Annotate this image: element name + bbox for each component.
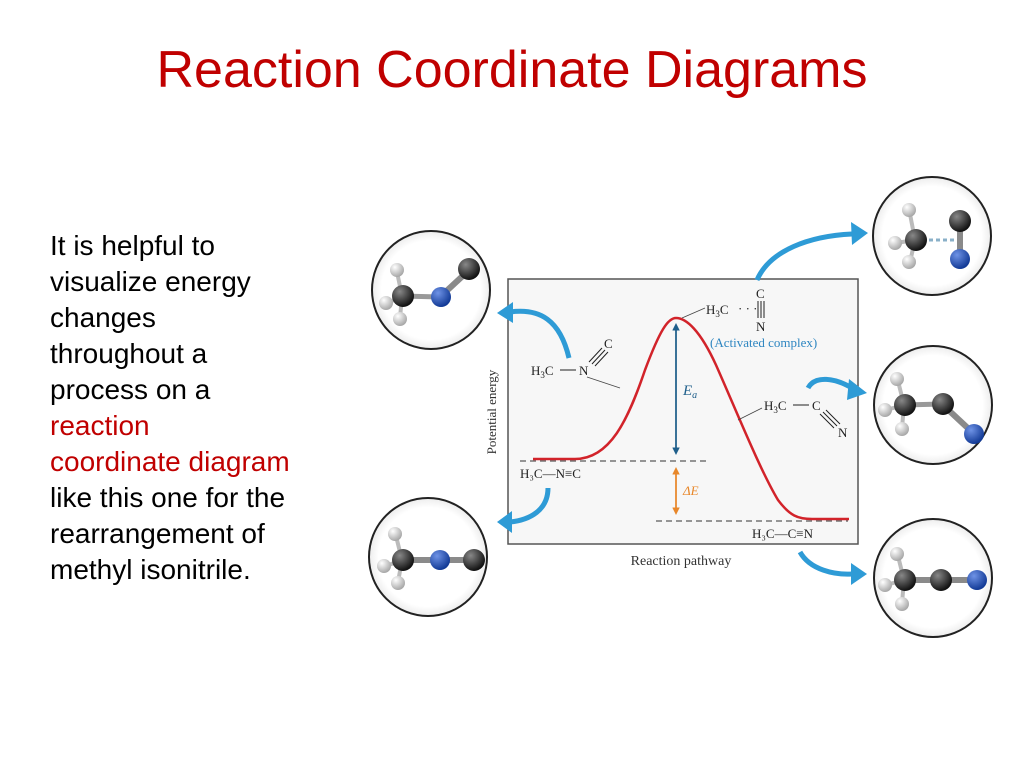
- arrow-to-molecule-right-top: [754, 231, 853, 282]
- activated-complex-structure: H3C · · · C N: [681, 286, 766, 334]
- body-line: changes: [50, 302, 156, 333]
- bent-structure-right: H3C C N: [737, 398, 848, 440]
- svg-text:H3C: H3C: [706, 302, 729, 319]
- svg-text:N: N: [579, 363, 589, 378]
- body-line: process on a: [50, 374, 211, 405]
- x-axis-label: Reaction pathway: [631, 554, 732, 569]
- reactant-label: H₃C—N≡C: [520, 466, 581, 481]
- arrow-to-molecule-left-top: [509, 308, 572, 359]
- svg-text:N: N: [838, 425, 848, 440]
- body-line: It is helpful to: [50, 230, 215, 261]
- svg-text:· · ·: · · ·: [738, 301, 758, 316]
- svg-text:C: C: [756, 286, 765, 301]
- molecule-circle-left-bottom: [368, 497, 488, 617]
- body-line: rearrangement of: [50, 518, 265, 549]
- svg-text:H3C: H3C: [764, 398, 787, 415]
- slide-title: Reaction Coordinate Diagrams: [156, 41, 868, 99]
- arrow-head-right-top: [851, 222, 868, 245]
- arrow-to-molecule-right-middle: [805, 376, 854, 391]
- product-label: H₃C—C≡N: [752, 526, 814, 541]
- body-text: It is helpful to visualize energy change…: [50, 228, 370, 588]
- body-line: methyl isonitrile.: [50, 554, 251, 585]
- ea-label: Ea: [682, 383, 697, 401]
- energy-curve: [533, 316, 849, 521]
- arrow-to-molecule-right-bottom: [797, 550, 853, 577]
- molecule-circle-right-middle: [873, 345, 993, 465]
- body-line: throughout a: [50, 338, 208, 369]
- svg-text:N: N: [756, 319, 766, 334]
- molecule-circle-right-top: [872, 176, 992, 296]
- body-highlight-line: reaction: [50, 410, 150, 441]
- arrow-head-left-bottom: [497, 511, 512, 533]
- activated-complex-label: (Activated complex): [710, 335, 817, 350]
- body-highlight-line: coordinate diagram: [50, 446, 290, 477]
- body-line: visualize energy: [50, 266, 251, 297]
- arrow-head-right-middle: [847, 379, 867, 400]
- bent-structure-left: H3C N C: [531, 336, 621, 389]
- arrow-head-left-top: [497, 302, 513, 323]
- molecule-circle-right-bottom: [873, 518, 993, 638]
- plot-frame: [507, 278, 859, 545]
- y-axis-label: Potential energy: [484, 369, 499, 454]
- svg-text:C: C: [812, 398, 821, 413]
- body-line: like this one for the: [50, 482, 286, 513]
- arrow-to-molecule-left-bottom: [509, 487, 551, 525]
- svg-text:H3C: H3C: [531, 363, 554, 380]
- delta-e-label: ΔE: [682, 483, 699, 498]
- arrow-head-right-bottom: [851, 563, 867, 585]
- molecule-circle-left-top: [371, 230, 491, 350]
- svg-text:C: C: [604, 336, 613, 351]
